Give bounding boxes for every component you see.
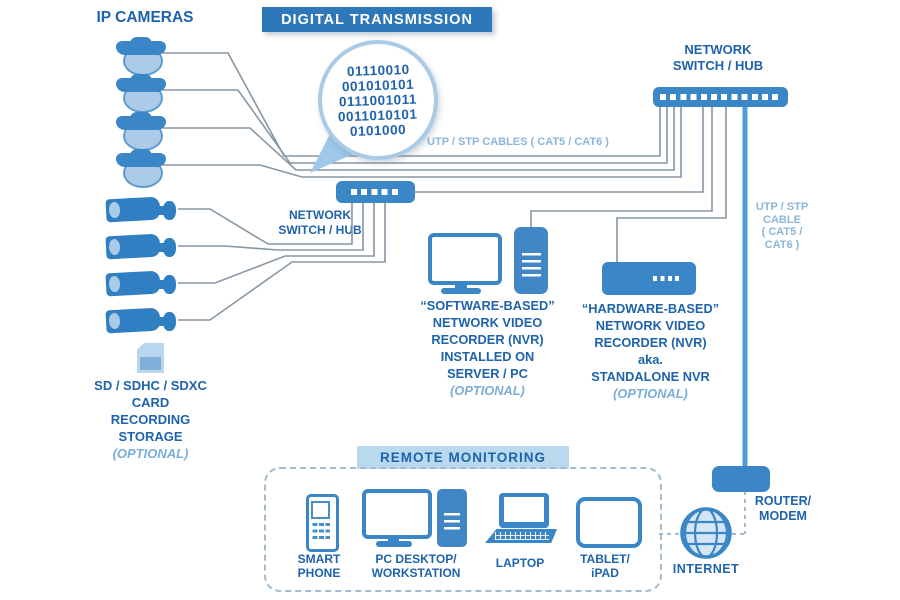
remote-monitoring-box xyxy=(264,467,662,592)
bullet-camera-icon xyxy=(105,232,180,264)
binary-line: 0101000 xyxy=(349,121,407,139)
cable-software-nvr xyxy=(530,107,713,229)
magnifier-pointer xyxy=(310,130,358,173)
cable-hardware-nvr xyxy=(616,107,727,262)
software-nvr-label: “SOFTWARE-BASED” NETWORK VIDEO RECORDER … xyxy=(405,297,570,399)
laptop-label: LAPTOP xyxy=(495,556,545,570)
cable-dome2 xyxy=(163,89,668,164)
server-tower-icon xyxy=(514,227,548,294)
binary-line: 0011010101 xyxy=(338,106,418,124)
sd-card-icon xyxy=(137,343,164,373)
dome-camera-icon xyxy=(116,74,166,113)
hardware-nvr-label: “HARDWARE-BASED” NETWORK VIDEO RECORDER … xyxy=(577,300,724,402)
binary-line: 01110010 xyxy=(346,61,410,79)
internet-label: INTERNET xyxy=(672,562,740,576)
hardware-nvr-optional: (OPTIONAL) xyxy=(613,386,688,401)
software-nvr-optional: (OPTIONAL) xyxy=(450,383,525,398)
router-icon xyxy=(712,466,770,492)
desktop-tower-icon xyxy=(437,489,467,547)
cable-switch-link xyxy=(415,107,704,193)
digital-transmission-banner: DIGITAL TRANSMISSION xyxy=(262,7,492,32)
sd-card-optional: (OPTIONAL) xyxy=(112,446,189,461)
cable-bullet1 xyxy=(178,202,353,245)
bullet-camera-icon xyxy=(105,269,180,301)
standalone-nvr-icon xyxy=(602,262,696,295)
utp-cables-label: UTP / STP CABLES ( CAT5 / CAT6 ) xyxy=(427,136,609,148)
switch-mid-label: NETWORK SWITCH / HUB xyxy=(278,208,362,237)
network-switch-icon xyxy=(653,87,788,107)
cable-dome1 xyxy=(163,52,661,157)
cable-bullet2 xyxy=(178,202,364,251)
smartphone-icon xyxy=(306,494,339,552)
cable-bullet4 xyxy=(178,202,386,321)
pc-desktop-label: PC DESKTOP/ WORKSTATION xyxy=(371,552,461,580)
internet-globe-icon xyxy=(680,507,732,559)
switch-top-label: NETWORK SWITCH / HUB xyxy=(672,42,764,74)
magnifier-icon: 01110010 001010101 0111001011 0011010101… xyxy=(318,40,438,160)
dome-camera-icon xyxy=(116,37,166,76)
router-label: ROUTER/ MODEM xyxy=(754,494,812,523)
server-monitor-icon xyxy=(428,233,502,285)
tablet-icon xyxy=(576,497,642,548)
desktop-monitor-icon xyxy=(362,489,432,539)
utp-cable-vertical-label: UTP / STP CABLE ( CAT5 / CAT6 ) xyxy=(755,201,809,251)
tablet-label: TABLET/ iPAD xyxy=(580,552,630,580)
bullet-camera-icon xyxy=(105,195,180,227)
network-switch-icon xyxy=(336,181,415,203)
laptop-icon xyxy=(485,493,557,545)
ip-cameras-title: IP CAMERAS xyxy=(96,9,194,26)
remote-monitoring-banner: REMOTE MONITORING xyxy=(357,446,569,469)
cable-dome3 xyxy=(163,107,675,171)
sd-card-label: SD / SDHC / SDXC CARD RECORDING STORAGE … xyxy=(78,377,223,462)
smartphone-label: SMART PHONE xyxy=(297,552,341,580)
bullet-camera-icon xyxy=(105,306,180,338)
dome-camera-icon xyxy=(116,112,166,151)
dome-camera-icon xyxy=(116,149,166,188)
cable-dome4 xyxy=(163,107,682,178)
cable-bullet3 xyxy=(178,202,375,284)
